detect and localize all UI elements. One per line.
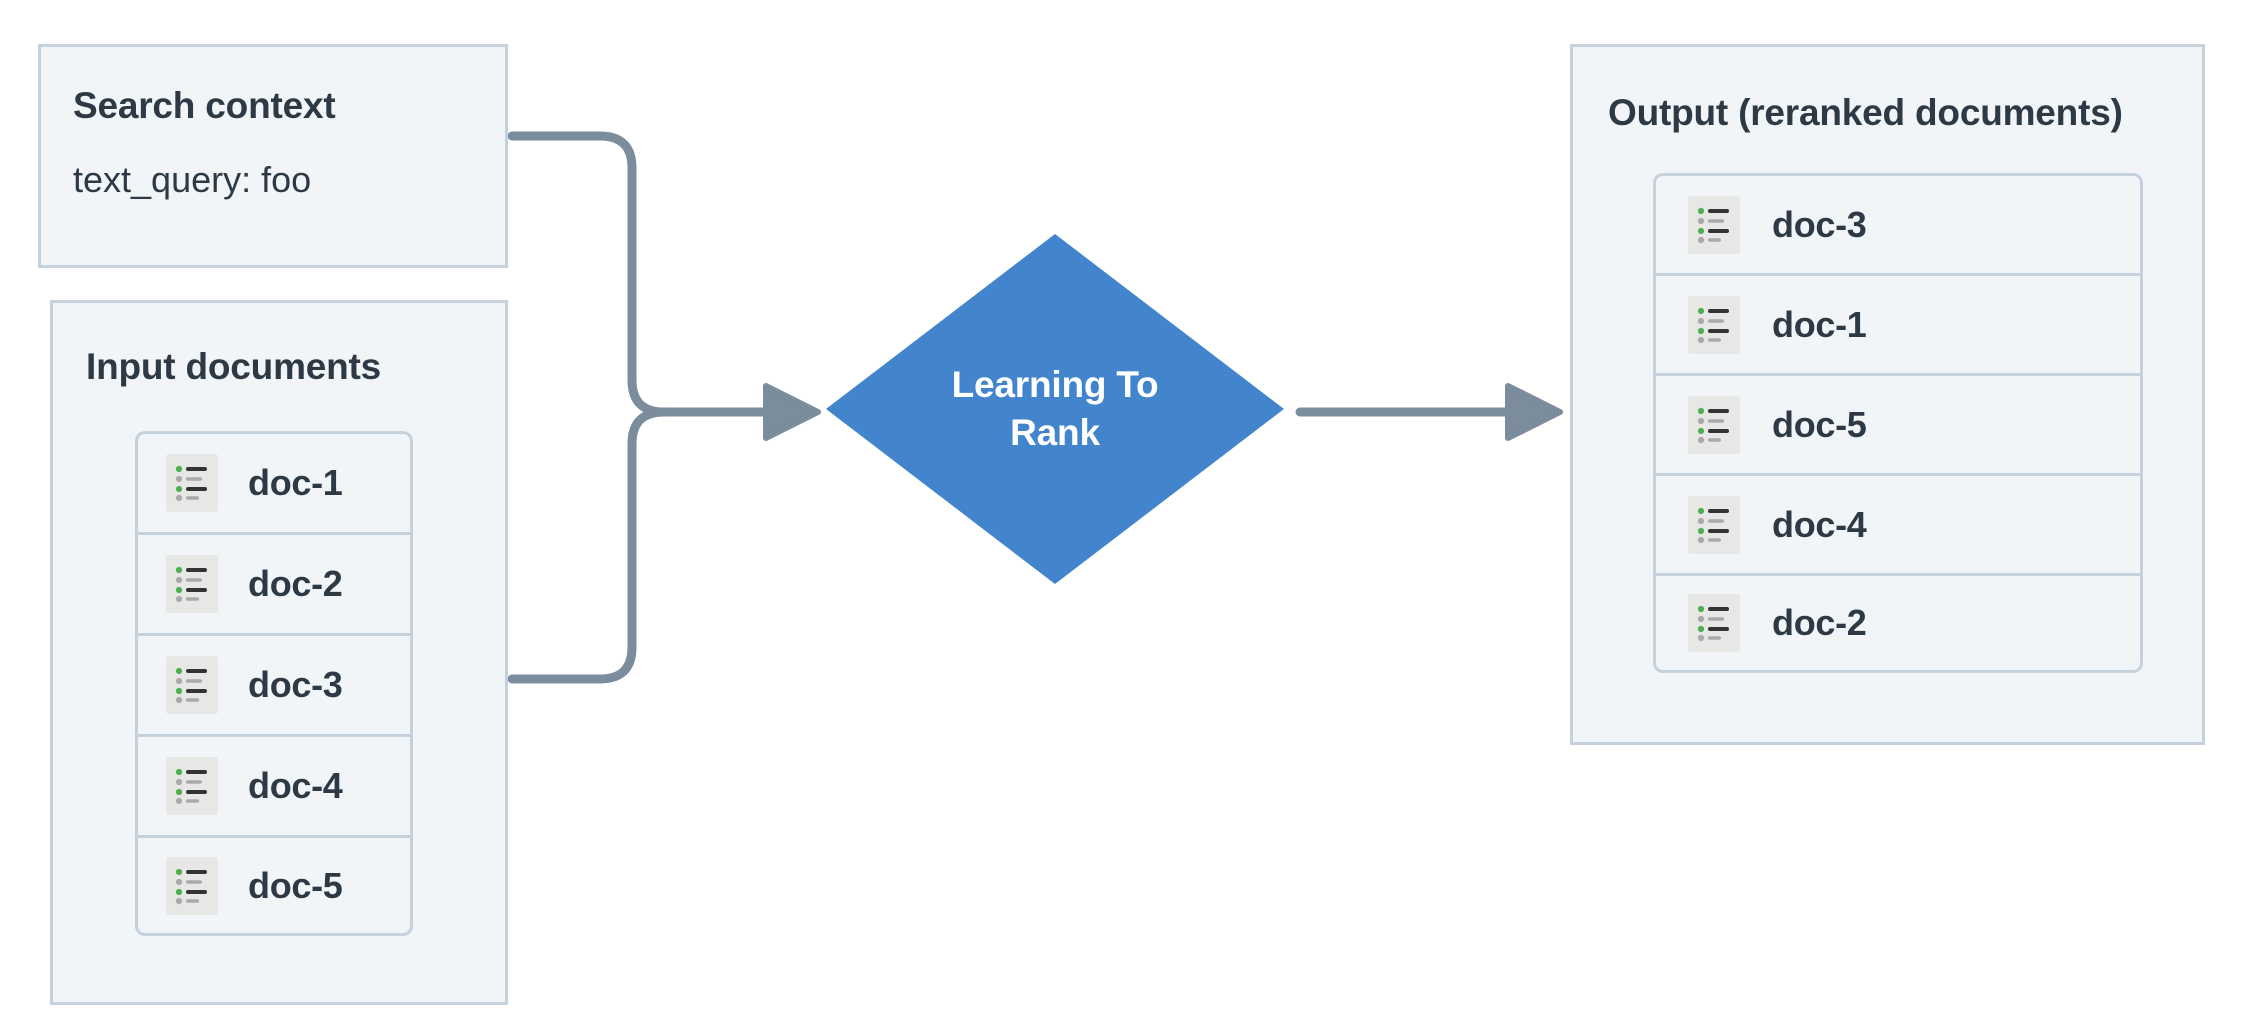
document-list-icon — [1688, 195, 1740, 254]
document-list-icon — [1688, 594, 1740, 652]
search-context-field-text-query: text_query: foo — [73, 159, 312, 200]
input-document-row[interactable]: doc-3 — [135, 633, 413, 734]
doc-label: doc-3 — [1772, 203, 1867, 245]
arrowhead-into-output-icon — [1505, 383, 1563, 441]
document-list-icon — [166, 856, 218, 915]
output-document-row[interactable]: doc-4 — [1653, 473, 2143, 573]
doc-label: doc-1 — [248, 462, 343, 503]
document-list-icon — [1688, 395, 1740, 454]
doc-label: doc-5 — [248, 864, 343, 906]
doc-label: doc-2 — [1772, 602, 1867, 643]
connector-search-context-to-ltr — [507, 131, 775, 417]
search-context-panel: Search context text_query: foo — [38, 44, 508, 268]
output-document-row[interactable]: doc-5 — [1653, 373, 2143, 473]
document-list-icon — [166, 656, 218, 714]
input-document-row[interactable]: doc-5 — [135, 835, 413, 936]
doc-label: doc-5 — [1772, 403, 1867, 445]
document-list-icon — [1688, 495, 1740, 554]
diamond-shape-icon — [826, 234, 1284, 584]
learning-to-rank-node[interactable]: Learning To Rank — [820, 228, 1290, 590]
output-document-row[interactable]: doc-2 — [1653, 573, 2143, 673]
output-documents-list: doc-3 doc-1 doc-5 doc-4 doc-2 — [1653, 173, 2143, 673]
output-document-row[interactable]: doc-3 — [1653, 173, 2143, 273]
document-list-icon — [166, 555, 218, 613]
document-list-icon — [1688, 295, 1740, 354]
connector-input-documents-to-ltr — [507, 407, 775, 684]
input-documents-list: doc-1 doc-2 doc-3 doc-4 doc-5 — [135, 431, 413, 936]
doc-label: doc-3 — [248, 664, 343, 705]
arrowhead-into-ltr-icon — [763, 383, 821, 441]
input-document-row[interactable]: doc-4 — [135, 734, 413, 835]
input-document-row[interactable]: doc-1 — [135, 431, 413, 532]
doc-label: doc-4 — [248, 765, 343, 806]
output-document-row[interactable]: doc-1 — [1653, 273, 2143, 373]
doc-label: doc-1 — [1772, 303, 1867, 345]
document-list-icon — [166, 454, 218, 512]
doc-label: doc-4 — [1772, 503, 1867, 545]
search-context-title: Search context — [73, 85, 336, 126]
document-list-icon — [166, 757, 218, 815]
input-documents-title: Input documents — [86, 346, 382, 387]
input-document-row[interactable]: doc-2 — [135, 532, 413, 633]
output-title: Output (reranked documents) — [1608, 92, 2123, 133]
doc-label: doc-2 — [248, 563, 343, 604]
